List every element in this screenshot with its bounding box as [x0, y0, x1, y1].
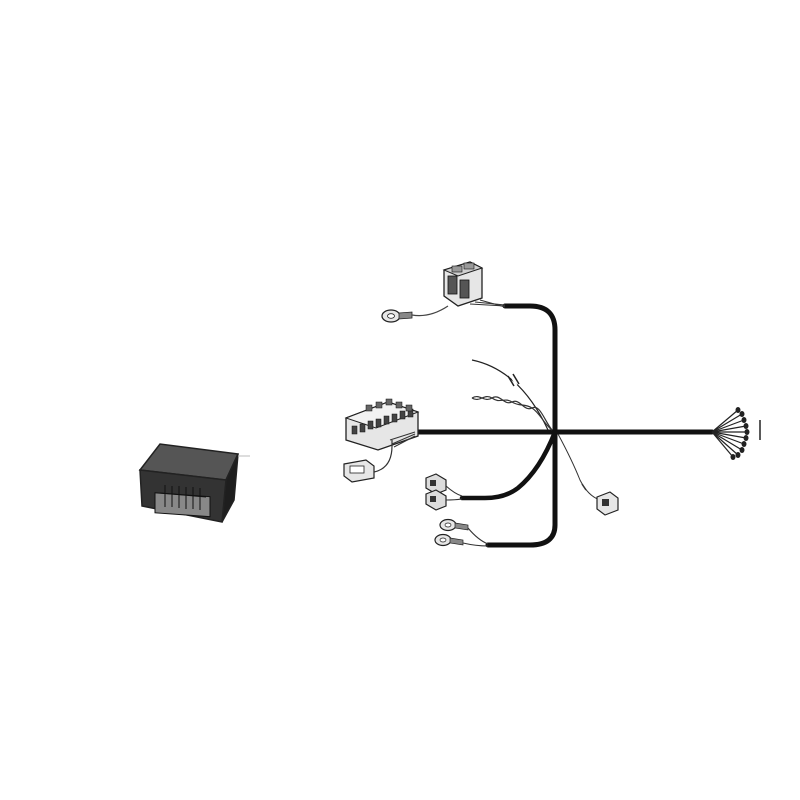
twisted-pair-wire [471, 395, 553, 431]
small-plug-right [596, 491, 619, 516]
antenna-lead [471, 359, 549, 431]
upper-ring-terminal [381, 305, 449, 323]
lower-ring-terminals [434, 518, 489, 547]
double-plug [425, 473, 463, 511]
main-trunk [411, 303, 715, 548]
upper-relay-connector [442, 261, 506, 308]
small-plug-right-lead [557, 433, 601, 501]
wire-fan-out [711, 409, 747, 458]
wire-fan-out-tips [730, 407, 750, 460]
control-module [138, 443, 250, 523]
small-plug-left [343, 440, 393, 483]
main-harness-connector [344, 398, 420, 451]
